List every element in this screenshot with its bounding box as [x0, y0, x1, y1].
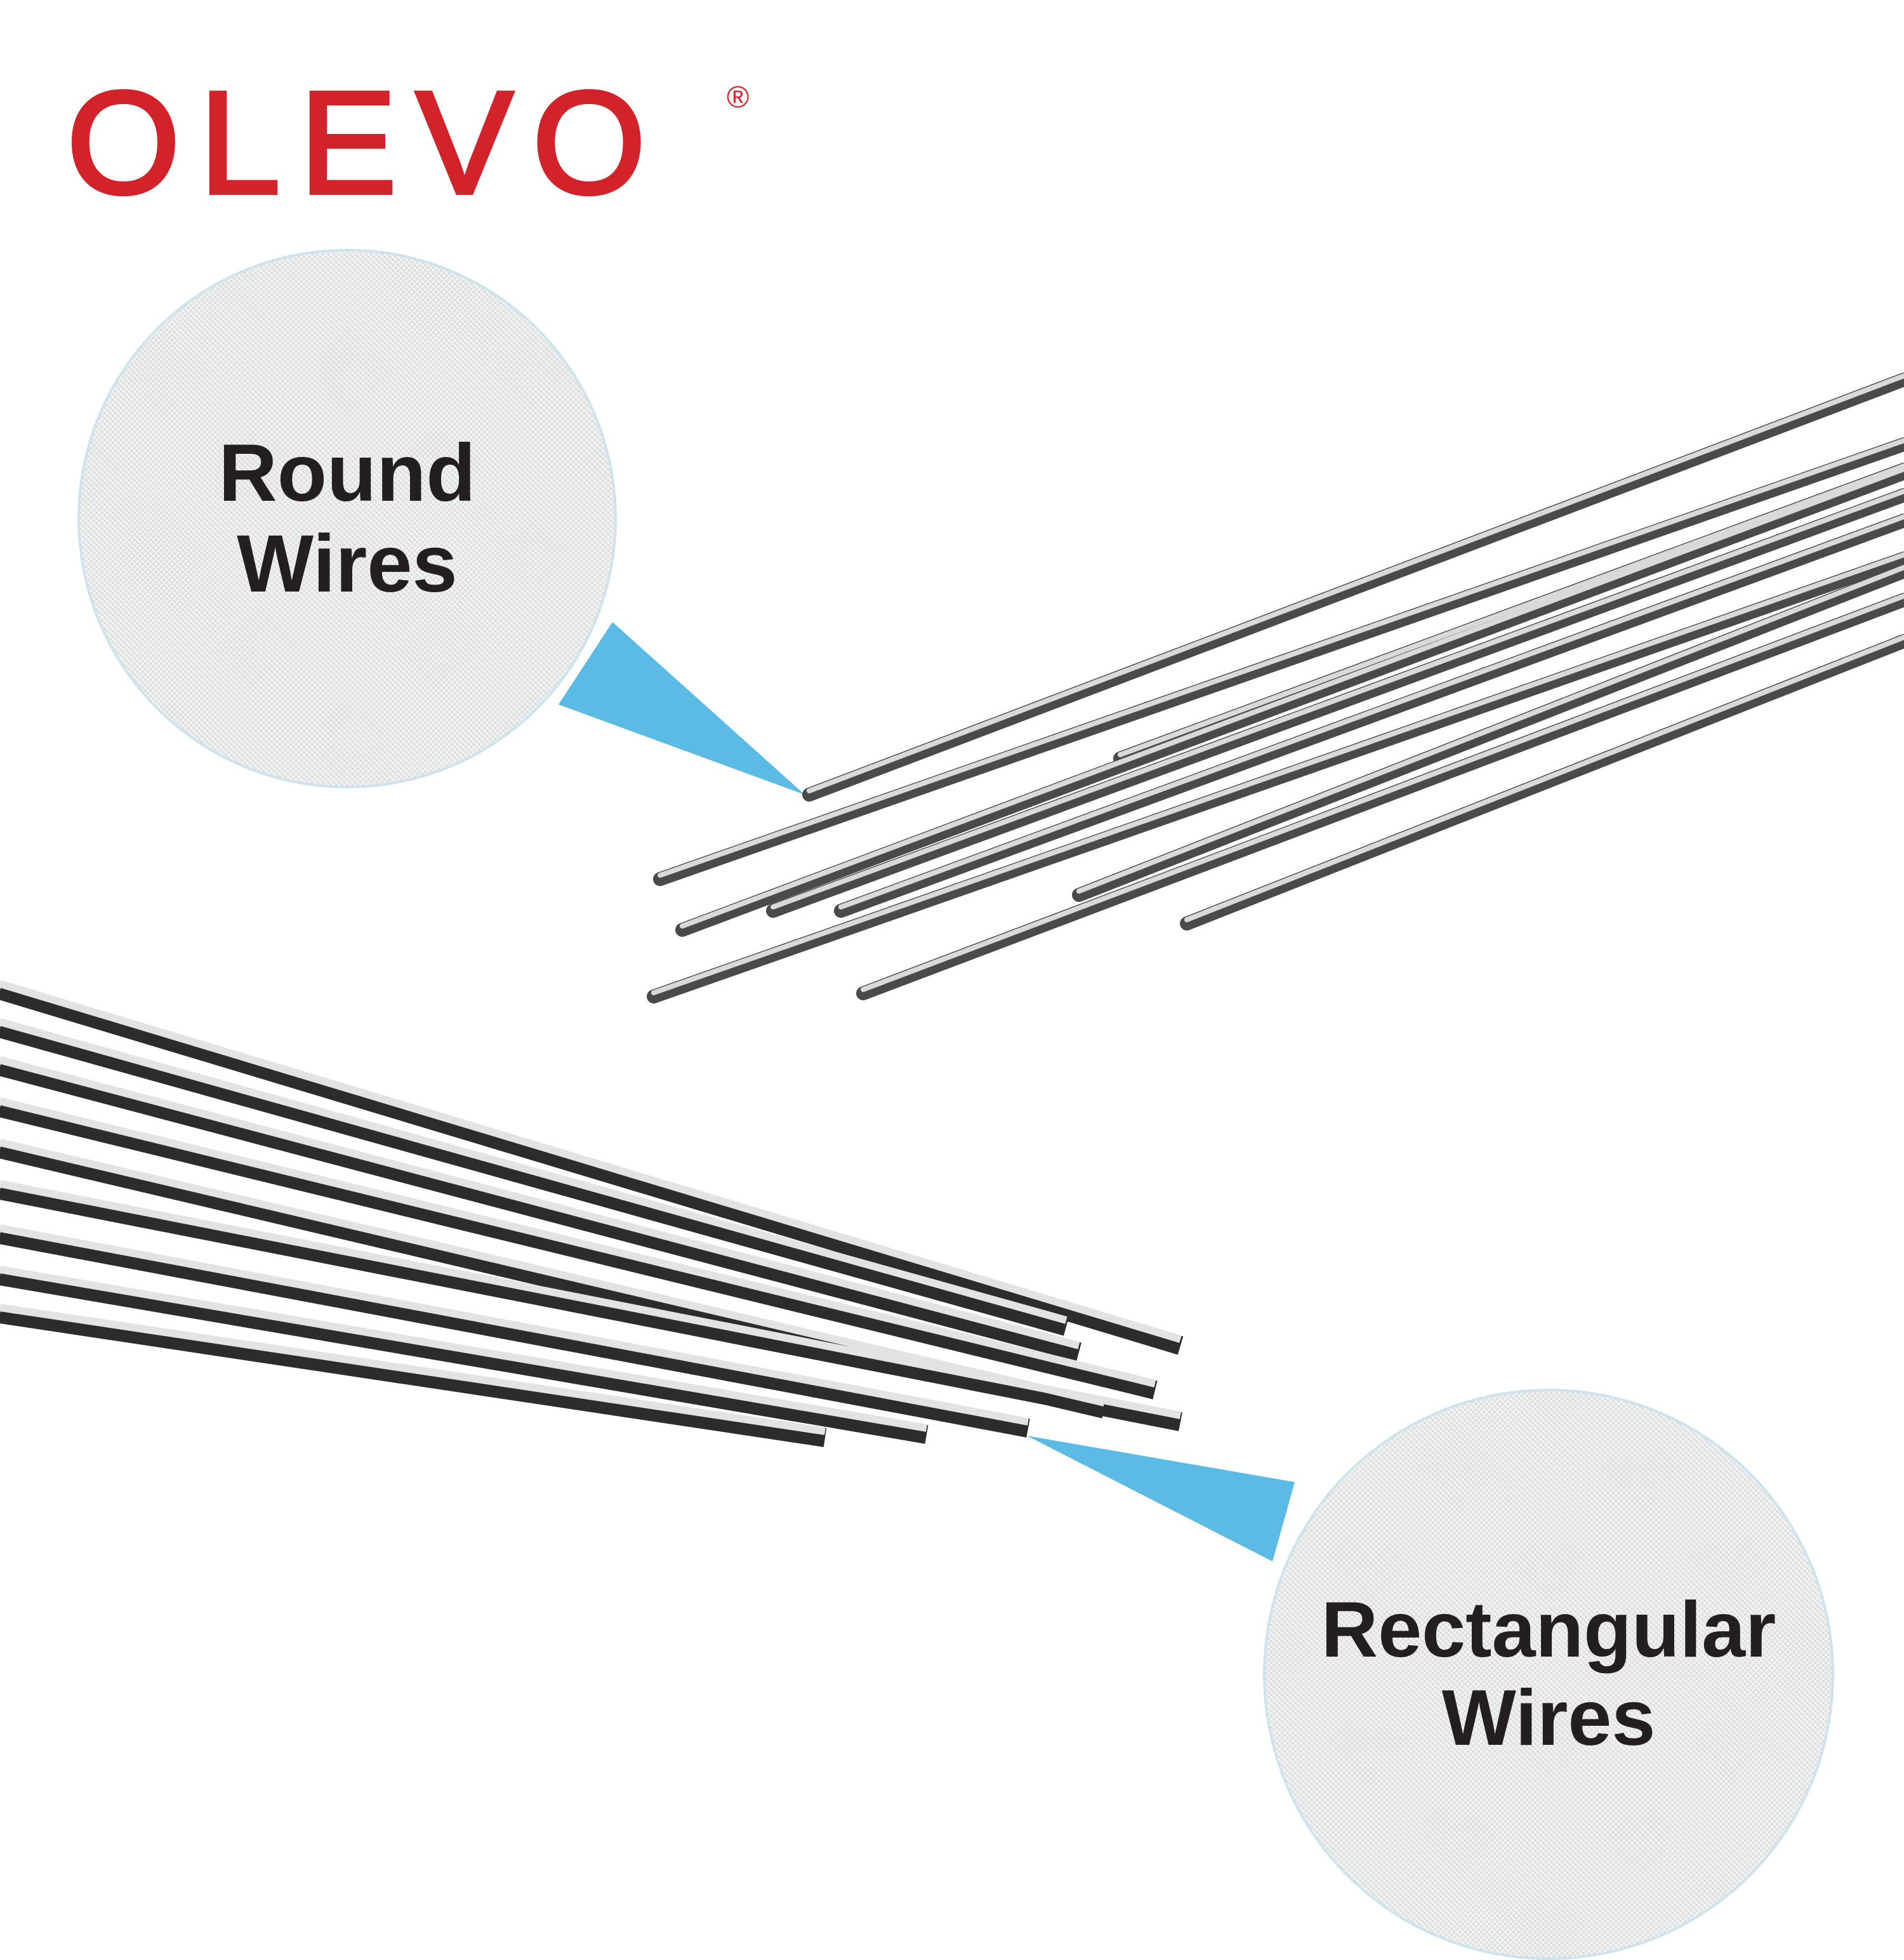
product-image: OLEVO ® Round Wires Rectangular Wires: [0, 61, 1904, 1960]
registered-mark: ®: [727, 81, 750, 114]
round-callout-pointer: [559, 622, 805, 795]
round-wires-callout: Round Wires: [77, 249, 617, 788]
rectangular-callout-pointer: [1027, 1436, 1295, 1561]
round-wires-label-line2: Wires: [237, 519, 458, 609]
rectangular-wires: [0, 980, 1184, 1447]
rectangular-wires-label-line1: Rectangular: [1321, 1586, 1776, 1674]
rectangular-wires-label-line2: Wires: [1441, 1674, 1656, 1762]
rectangular-wires-callout: Rectangular Wires: [1263, 1389, 1834, 1960]
round-wires: [647, 373, 1904, 1003]
brand-logo: OLEVO: [65, 61, 665, 224]
round-wires-label-line1: Round: [218, 427, 476, 519]
wires-illustration: [0, 373, 1904, 1561]
